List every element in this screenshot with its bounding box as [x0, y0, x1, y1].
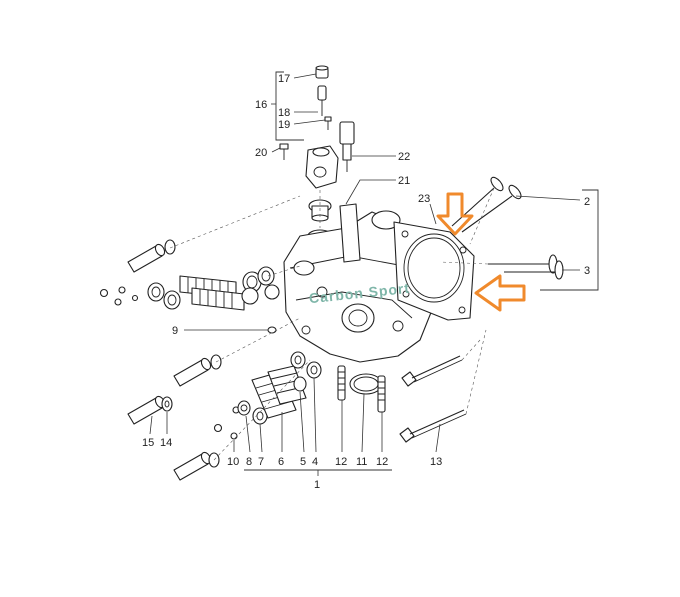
- spring-retainer-8: [237, 400, 251, 416]
- screw-20: [279, 143, 289, 160]
- o-ring-11: [349, 373, 383, 395]
- highlight-arrow-down: [436, 192, 474, 236]
- washer-14: [161, 396, 173, 412]
- callout-17: 17: [278, 73, 290, 85]
- callout-10: 10: [227, 456, 239, 468]
- callout-11: 11: [356, 456, 367, 468]
- head-gasket-23: [393, 221, 475, 321]
- highlight-arrow-left: [474, 274, 526, 312]
- valve-spring-upper: [147, 266, 275, 311]
- callout-23: 23: [418, 193, 430, 205]
- callout-12-left: 12: [335, 456, 347, 468]
- callout-5: 5: [300, 456, 306, 468]
- screw-19: [324, 116, 332, 130]
- callout-4: 4: [312, 456, 318, 468]
- thermostat-housing: [305, 145, 339, 189]
- alignment-lines: [169, 187, 495, 461]
- spring-seat-5: [290, 351, 307, 392]
- retainer-top: [241, 284, 280, 305]
- stud-12-right: [377, 375, 386, 413]
- callout-labels: 17 16 18 19 20 22 21 23 2 3 9 1 15 14 10…: [142, 73, 590, 491]
- sensor-cap-17: [315, 65, 329, 79]
- callout-22: 22: [398, 151, 410, 163]
- head-bolt-13-upper: [401, 355, 463, 387]
- valve-stem-seal-4: [306, 361, 322, 379]
- callout-3: 3: [584, 265, 590, 277]
- bracket-right-2-3: [540, 189, 599, 291]
- callout-18: 18: [278, 107, 290, 119]
- dowel-bushing-bottom: [173, 451, 220, 481]
- bracket-1: [244, 469, 392, 476]
- callout-16: 16: [255, 99, 267, 111]
- intake-valve-2: [451, 176, 522, 233]
- bracket-16: [271, 71, 304, 141]
- callout-9: 9: [172, 325, 178, 337]
- callout-15: 15: [142, 437, 154, 449]
- callout-20: 20: [255, 147, 267, 159]
- exhaust-valve-3: [488, 254, 564, 280]
- callout-8: 8: [246, 456, 252, 468]
- valve-cotter-10: [213, 406, 240, 440]
- callout-19: 19: [278, 119, 290, 131]
- leader-lines: [149, 73, 581, 453]
- callout-6: 6: [278, 456, 284, 468]
- temperature-sensor-22: [339, 121, 355, 172]
- callout-21: 21: [398, 175, 410, 187]
- callout-2: 2: [584, 196, 590, 208]
- pin-9: [267, 326, 277, 334]
- callout-1: 1: [314, 479, 320, 491]
- dowel-bushing-top: [127, 239, 176, 273]
- dowel-bushing-15: [127, 395, 166, 425]
- dowel-bushing-mid: [173, 354, 222, 387]
- callout-14: 14: [160, 437, 172, 449]
- callout-12-right: 12: [376, 456, 388, 468]
- valve-seal-left: [99, 286, 139, 306]
- stud-12-left: [337, 365, 346, 401]
- callout-7: 7: [258, 456, 264, 468]
- callout-13: 13: [430, 456, 442, 468]
- thermostat-21: [308, 199, 332, 222]
- sensor-probe-18: [317, 85, 327, 116]
- valve-spring-6: [251, 365, 307, 419]
- head-bolt-13-lower: [399, 409, 467, 443]
